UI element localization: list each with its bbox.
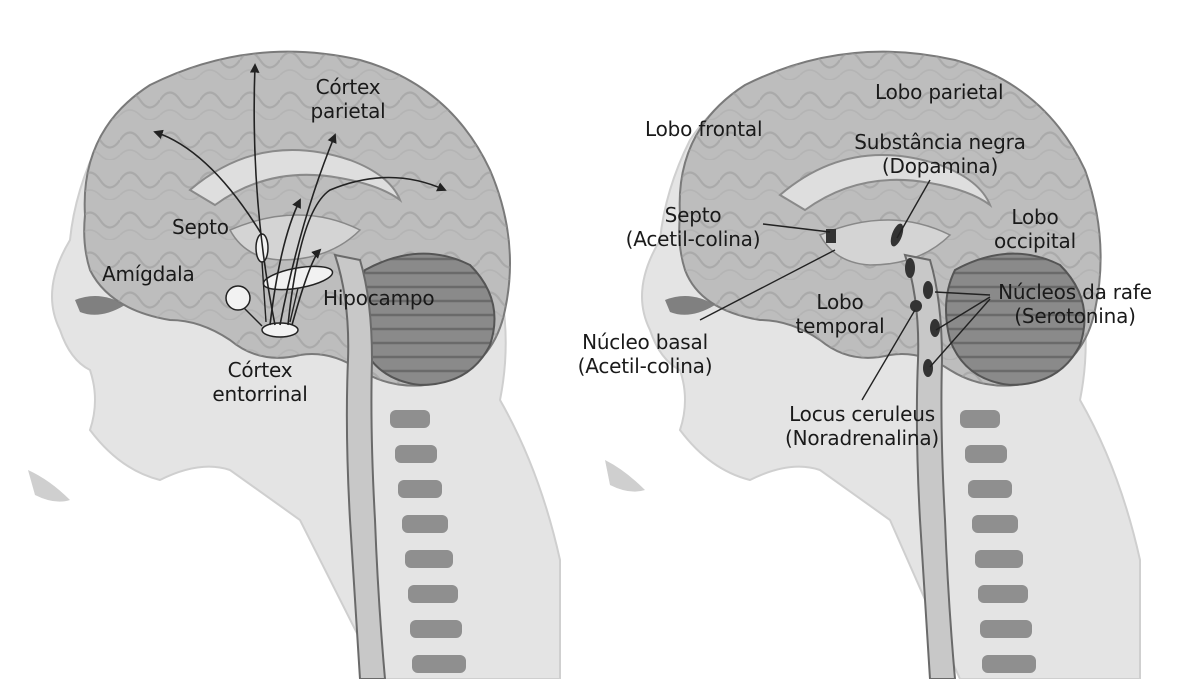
label-hipocampo: Hipocampo <box>323 286 434 310</box>
label-lobo-occipital: Lobo occipital <box>985 205 1085 253</box>
label-lobo-frontal: Lobo frontal <box>645 117 762 141</box>
label-lobo-parietal: Lobo parietal <box>875 80 1003 104</box>
label-locus-ceruleus: Locus ceruleus (Noradrenalina) <box>772 402 952 450</box>
label-septo-right: Septo (Acetil-colina) <box>608 203 778 251</box>
label-cortex-entorrinal: Córtex entorrinal <box>195 358 325 406</box>
label-lobo-temporal: Lobo temporal <box>790 290 890 338</box>
label-nucleo-basal: Núcleo basal (Acetil-colina) <box>565 330 725 378</box>
label-septo-left: Septo <box>172 215 229 239</box>
label-amigdala: Amígdala <box>102 262 195 286</box>
label-cortex-parietal: Córtex parietal <box>288 75 408 123</box>
label-substancia-negra: Substância negra (Dopamina) <box>840 130 1040 178</box>
label-nucleos-rafe: Núcleos da rafe (Serotonina) <box>990 280 1160 328</box>
